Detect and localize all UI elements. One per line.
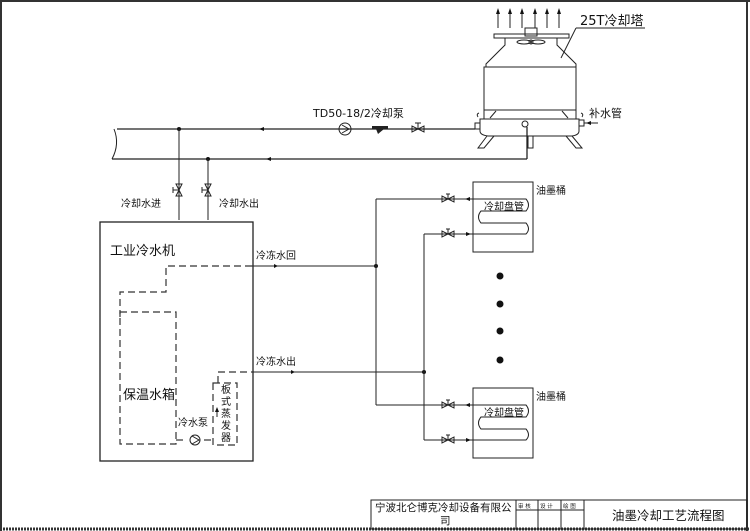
company-name-line2: 司: [440, 515, 451, 527]
cooling-water-pipes: [111, 122, 528, 220]
fan-icon: [516, 39, 546, 45]
continuation-dots: [496, 272, 504, 364]
cooling-tower: [474, 8, 645, 149]
svg-text:式: 式: [221, 395, 231, 408]
chilled-supply-label: 冷冻水出: [256, 355, 296, 368]
chilled-pump-icon: [189, 434, 201, 446]
review-cell: 审 核: [518, 502, 531, 510]
svg-text:板: 板: [221, 383, 231, 396]
branch-valve-icon: [441, 228, 455, 238]
cooling-tower-label: 25T冷却塔: [580, 14, 643, 29]
flow-arrow-icon: [259, 127, 264, 131]
branch-valve-icon: [441, 399, 455, 409]
flow-arrow-icon: [266, 157, 271, 161]
chilled-pump-label: 冷水泵: [178, 416, 208, 429]
makeup-water-label: 补水管: [589, 106, 622, 120]
chilled-return-label: 冷冻水回: [256, 249, 296, 262]
plate-evaporator: [212, 382, 238, 446]
inlet-valve-icon: [172, 183, 183, 197]
chiller-label: 工业冷水机: [110, 244, 175, 259]
cooling-pump-icon: [338, 122, 352, 136]
ink-tank-label: 油墨桶: [536, 390, 566, 403]
drawing-cell: 绘 图: [563, 502, 576, 510]
exhaust-arrows-icon: [496, 8, 561, 28]
cooling-coil: [478, 198, 529, 235]
chilled-water-pipes: [252, 193, 504, 444]
ink-tank-1: [472, 181, 534, 253]
title-block: [370, 499, 748, 530]
evaporator-label: 板 式 蒸 发 器: [221, 383, 231, 444]
strainer-icon: [372, 126, 388, 134]
pump-label: TD50-18/2冷却泵: [312, 107, 404, 120]
ink-tank-label: 油墨桶: [536, 184, 566, 197]
cooling-coil-label: 冷却盘管: [484, 200, 524, 213]
gate-valve-icon: [411, 122, 425, 133]
outlet-valve-icon: [201, 183, 212, 197]
industrial-chiller: [99, 221, 254, 462]
drawing-title: 油墨冷却工艺流程图: [612, 508, 725, 523]
insulated-tank: [119, 311, 177, 445]
svg-text:蒸: 蒸: [221, 408, 231, 420]
cooling-inlet-label: 冷却水进: [121, 197, 161, 210]
svg-text:器: 器: [221, 432, 231, 444]
ink-tank-2: [472, 387, 534, 459]
design-cell: 设 计: [540, 502, 553, 510]
svg-text:发: 发: [221, 419, 231, 432]
branch-valve-icon: [441, 193, 455, 203]
cooling-coil-label: 冷却盘管: [484, 406, 524, 419]
cooling-outlet-label: 冷却水出: [219, 197, 259, 210]
tank-label: 保温水箱: [123, 387, 175, 403]
cooling-coil: [478, 404, 529, 441]
branch-valve-icon: [441, 434, 455, 444]
company-name: 宁波北仑博克冷却设备有限公: [375, 501, 512, 514]
